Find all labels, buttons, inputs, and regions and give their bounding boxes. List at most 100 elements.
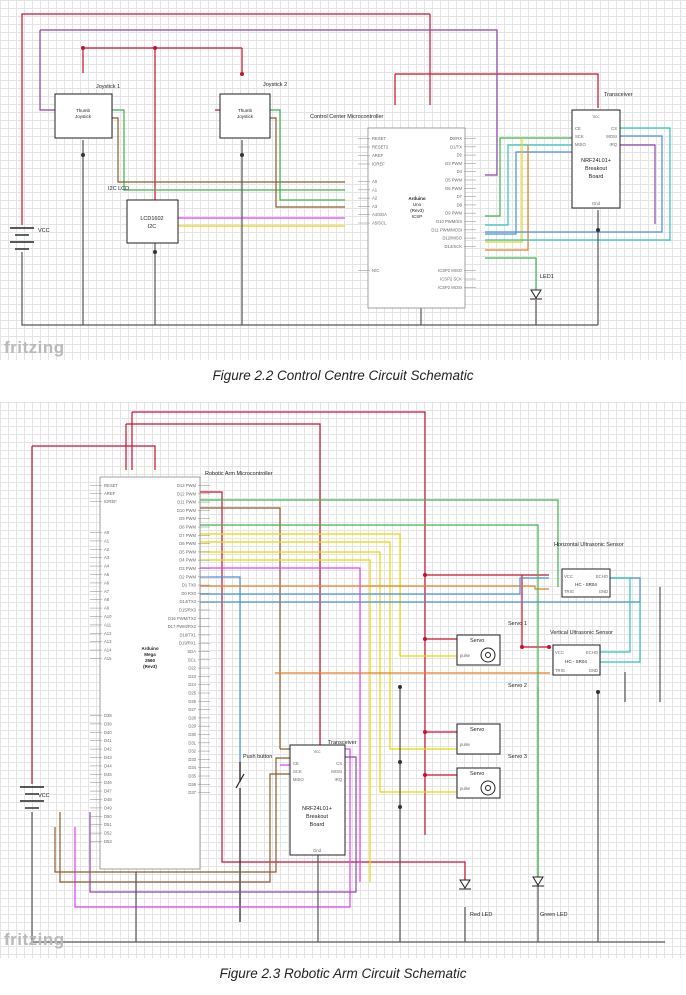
joystick1-type-label: Joystick [75,114,92,119]
vcc-battery: VCC [10,227,50,250]
lcd-sub-label: I2C [148,224,157,230]
uno-right-pin-8: D8 [457,202,463,207]
mega-left-d-pin-0: D38 [104,713,112,718]
fritzing-watermark: fritzing [4,338,65,357]
nrf1-line3: Board [589,174,604,180]
uno-right-pin-6: D6 PWM [445,186,462,191]
mega-right-pin-10: D3 PWM [179,566,196,571]
uno-left-a-pin-1: A1 [372,187,378,192]
mega-left-a-pin-0: A0 [104,530,110,535]
mega-left-d-pin-11: D49 [104,805,112,810]
mega-left-pin-2: IOREF [104,499,117,504]
mega-left-d-pin-14: D52 [104,831,112,836]
mega-right-pin-19: D19/RX1 [179,641,197,646]
mega-left-d-pin-10: D48 [104,797,112,802]
led-1: LED1 [530,274,554,300]
mega-left-a-pin-10: A10 [104,614,112,619]
mega-right-pin-17: D17 PWM/RX2 [168,624,197,629]
v-sensor-title: Vertical Ultrasonic Sensor [550,630,613,636]
h-sensor-echo: ECHO [596,574,609,579]
nrf1-gnd-pin: Gnd [592,201,601,206]
mega-left-d-pin-2: D40 [104,730,112,735]
mega-left-d-pin-15: D53 [104,839,112,844]
servo2-label: Servo 2 [508,683,527,689]
v-sensor-gnd: GND [589,668,598,673]
green-led-label: Green LED [540,912,568,918]
mega-right-pin-9: D4 PWM [179,558,196,563]
vertical-ultrasonic-sensor: Vertical Ultrasonic Sensor HC - SR04 VCC… [550,630,613,676]
mega-left-a-pin-3: A3 [104,555,110,560]
uno-left-nc-pin-0: N/C [372,268,379,273]
mega-right-pin-5: D8 PWM [179,525,196,530]
v-sensor-trig: TRIG [555,668,565,673]
mega-right-pin-32: D32 [188,749,196,754]
servo-2: Servo pulse Servo 2 [456,683,527,755]
mega-right-pin-20: SDA [187,649,196,654]
servo2-type: Servo [470,727,484,733]
nrf2-ce-pin: CE [293,761,299,766]
nrf1-sck-pin: SCK [575,134,584,139]
uno-left-a-pin-2: A2 [372,196,378,201]
joystick-2: Thumb Joystick Joystick 2 [219,82,287,139]
h-sensor-title: Horizontal Ultrasonic Sensor [554,542,624,548]
v-sensor-echo: ECHO [586,650,599,655]
nrf2-sck-pin: SCK [293,769,302,774]
mega-left-d-pin-8: D46 [104,780,112,785]
mega-right-pin-13: D0 RX0 [181,591,196,596]
joystick-1: Thumb Joystick Joystick 1 [54,84,120,139]
uno-right-pin-2: D2 [457,153,463,158]
nrf2-miso-pin: MISO [293,777,304,782]
mega-right-pin-15: D15/RX3 [179,608,197,613]
uno-right-pin-10: D10 PWM/SS [436,219,462,224]
control-centre-wires: Thumb Joystick Joystick 1 Thumb Joystick… [10,13,671,326]
joystick1-title: Joystick 1 [96,84,120,90]
nrf2-gnd-pin: Gnd [313,848,322,853]
h-sensor-vcc: VCC [564,574,573,579]
servo2-pulse: pulse [460,742,471,747]
figure-2-2-caption: Figure 2.2 Control Centre Circuit Schema… [212,368,474,383]
nrf2-cs-pin: CS [336,761,342,766]
nrf1-vcc-pin: Vcc [593,114,600,119]
mega-left-d-pin-4: D42 [104,747,112,752]
mega-left-a-pin-1: A1 [104,538,110,543]
mega-right-pin-22: D22 [188,666,196,671]
nrf2-vcc-pin: Vcc [314,749,321,754]
robotic-arm-wires: Robotic Arm Microcontroller Arduino Mega… [20,411,665,943]
uno-label-2: Uno [413,202,422,207]
mega-label-2: Mega [144,652,156,657]
arduino-mega: Robotic Arm Microcontroller Arduino Mega… [90,471,273,870]
mega-right-pin-31: D31 [188,740,196,745]
mega-left-a-pin-14: A14 [104,648,112,653]
nrf1-mosi-pin: MOSI [606,134,617,139]
mega-right-pin-37: D37 [188,790,196,795]
mega-left-d-pin-9: D47 [104,789,112,794]
uno-left-pin-1: RESET2 [372,145,389,150]
servo1-pulse: pulse [460,653,471,658]
mega-label-1: Arduino [141,646,158,651]
mega-right-pin-18: D18/TX1 [179,632,196,637]
mega-left-d-pin-12: D50 [104,814,112,819]
mega-right-pin-24: D24 [188,682,196,687]
mega-left-d-pin-13: D51 [104,822,112,827]
red-led: Red LED [459,879,492,918]
nrf1-irq-pin: IRQ [610,142,618,147]
servo-3: Servo pulse Servo 3 [456,754,527,799]
nrf1-ce-pin: CE [575,126,581,131]
red-led-label: Red LED [470,912,492,918]
figure-2-3-caption: Figure 2.3 Robotic Arm Circuit Schematic [219,966,467,981]
joystick2-title: Joystick 2 [263,82,287,88]
green-led: Green LED [532,876,568,918]
mega-left-a-pin-2: A2 [104,547,110,552]
nrf1-cs-pin: CS [611,126,617,131]
mega-right-pin-23: D23 [188,674,196,679]
i2c-lcd: LCD1602 I2C I2C LCD [108,186,179,244]
uno-right-pin-11: D11 PWM/MOSI [431,227,462,232]
mega-label-4: (Rev3) [143,664,157,669]
uno-right-pin-0: D0/RX [450,136,463,141]
mega-right-pin-6: D7 PWM [179,533,196,538]
uno-left-a-pin-5: A5/SCL [372,221,387,226]
lcd-title: I2C LCD [108,186,129,192]
mega-left-d-pin-1: D39 [104,721,112,726]
uno-left-pin-2: AREF [372,153,384,158]
mega-right-pin-34: D34 [188,765,196,770]
